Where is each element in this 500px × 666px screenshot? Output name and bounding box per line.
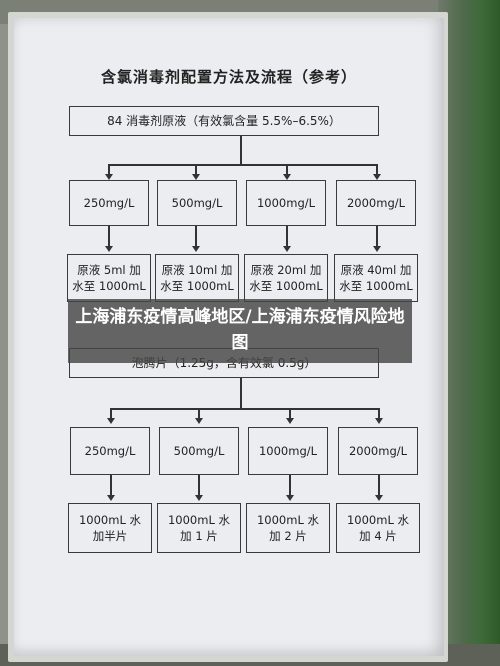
concentration-box: 250mg/L	[69, 180, 149, 226]
connector	[108, 164, 378, 166]
arrow-icon	[195, 418, 203, 424]
arrow-icon	[283, 246, 291, 252]
connector	[195, 164, 197, 174]
connector	[108, 164, 110, 174]
method-box: 1000mL 水加 4 片	[336, 503, 420, 553]
method-box: 原液 10ml 加水至 1000mL	[155, 254, 239, 302]
concentration-box: 1000mg/L	[246, 180, 326, 226]
connector	[195, 226, 197, 248]
arrow-icon	[373, 174, 381, 180]
connector	[376, 164, 378, 174]
method-box: 1000mL 水加 1 片	[157, 503, 241, 553]
connector	[110, 475, 112, 497]
connector	[286, 164, 288, 174]
arrow-icon	[192, 246, 200, 252]
arrow-icon	[375, 495, 383, 501]
concentration-box: 500mg/L	[157, 180, 237, 226]
method-box: 原液 40ml 加水至 1000mL	[334, 254, 418, 302]
arrow-icon	[195, 495, 203, 501]
connector	[198, 475, 200, 497]
connector	[286, 226, 288, 248]
connector	[289, 475, 291, 497]
concentration-box: 2000mg/L	[338, 427, 418, 475]
caption-text: 上海浦东疫情高峰地区/上海浦东疫情风险地图	[75, 307, 405, 353]
concentration-box: 2000mg/L	[336, 180, 416, 226]
method-box: 原液 5ml 加水至 1000mL	[67, 254, 151, 302]
arrow-icon	[286, 495, 294, 501]
connector	[198, 408, 200, 418]
connector	[378, 475, 380, 497]
arrow-icon	[105, 174, 113, 180]
arrow-icon	[107, 495, 115, 501]
method-box: 原液 20ml 加水至 1000mL	[244, 254, 328, 302]
connector	[240, 378, 242, 408]
arrow-icon	[375, 418, 383, 424]
page-title: 含氯消毒剂配置方法及流程（参考）	[100, 68, 357, 86]
arrow-icon	[107, 418, 115, 424]
concentration-box: 1000mg/L	[248, 427, 328, 475]
arrow-icon	[373, 246, 381, 252]
method-box: 1000mL 水加 2 片	[246, 503, 330, 553]
method-box: 1000mL 水加半片	[68, 503, 152, 553]
connector	[378, 408, 380, 418]
concentration-box: 250mg/L	[70, 427, 150, 475]
arrow-icon	[286, 418, 294, 424]
concentration-box: 500mg/L	[159, 427, 239, 475]
connector	[240, 136, 242, 164]
source-box-84: 84 消毒剂原液（有效氯含量 5.5%–6.5%）	[69, 106, 379, 136]
connector	[110, 408, 380, 410]
connector	[289, 408, 291, 418]
connector	[108, 226, 110, 248]
arrow-icon	[283, 174, 291, 180]
caption-overlay	[68, 299, 412, 363]
arrow-icon	[105, 246, 113, 252]
background-plant	[438, 0, 500, 666]
arrow-icon	[192, 174, 200, 180]
connector	[376, 226, 378, 248]
connector	[110, 408, 112, 418]
